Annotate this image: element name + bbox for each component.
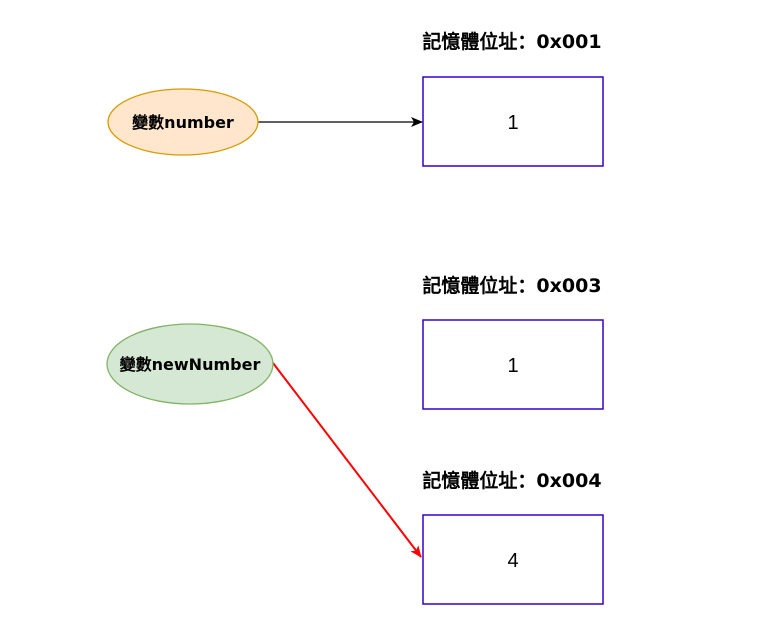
variable-newnumber-ellipse <box>106 323 274 405</box>
variable-newnumber-node[interactable]: 變數newNumber <box>106 323 274 405</box>
variable-newnumber-label: 變數newNumber <box>120 355 261 374</box>
memory-cell-2[interactable]: 1 <box>422 319 604 410</box>
memory-address-label-2: 記憶體位址：0x003 <box>422 274 601 297</box>
memory-cell-1[interactable]: 1 <box>422 76 604 167</box>
memory-cell-3-box <box>422 514 604 605</box>
memory-address-label-3: 記憶體位址：0x004 <box>422 469 601 492</box>
arrow-newnumber-to-cell-3 <box>272 362 422 558</box>
memory-cell-2-box <box>422 319 604 410</box>
memory-cell-2-value: 1 <box>507 355 518 377</box>
memory-cell-3-value: 4 <box>507 550 518 572</box>
variable-number-node[interactable]: 變數number <box>107 88 259 156</box>
memory-cell-1-box <box>422 76 604 167</box>
memory-address-label-1: 記憶體位址：0x001 <box>422 30 601 53</box>
memory-cell-3[interactable]: 4 <box>422 514 604 605</box>
variable-number-label: 變數number <box>132 113 234 132</box>
memory-cell-1-value: 1 <box>507 112 518 134</box>
variable-number-ellipse <box>107 88 259 156</box>
